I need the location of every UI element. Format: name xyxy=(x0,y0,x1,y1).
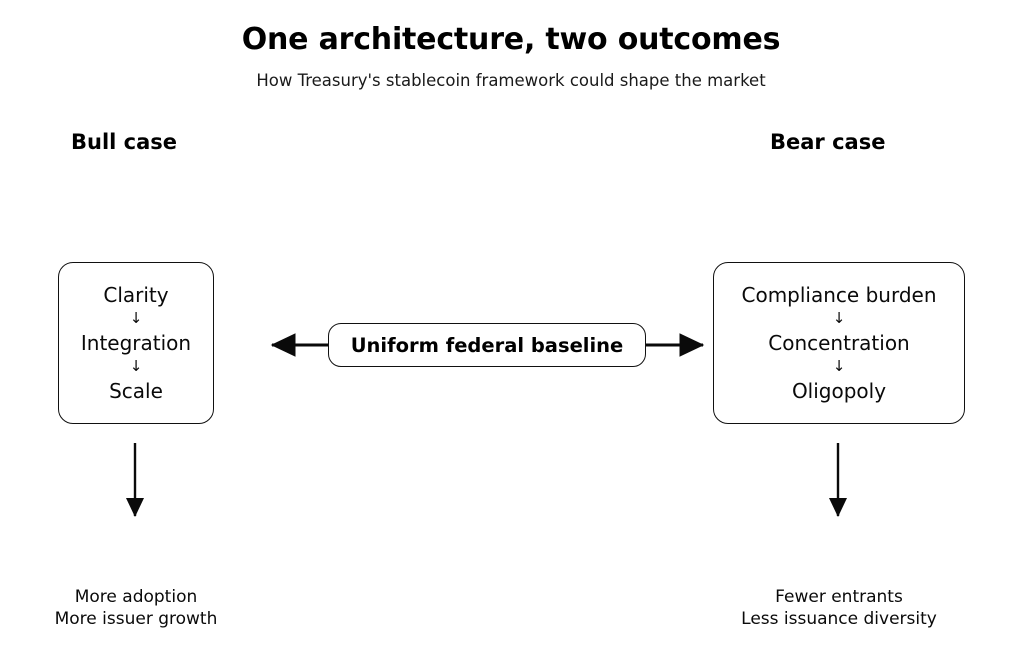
bull-outcome-line-1: More adoption xyxy=(74,587,198,607)
bull-chain-step-2: Integration xyxy=(80,331,192,355)
bear-case-heading: Bear case xyxy=(770,130,886,154)
bull-chain-step-1: Clarity xyxy=(103,283,169,307)
bear-chain-box: Compliance burden ↓ Concentration ↓ Olig… xyxy=(713,262,965,424)
bull-chain-box: Clarity ↓ Integration ↓ Scale xyxy=(58,262,214,424)
baseline-label: Uniform federal baseline xyxy=(350,333,624,357)
bull-chain-step-3: Scale xyxy=(109,379,163,403)
arrow-down-icon: ↓ xyxy=(129,309,143,327)
bull-outcome-line-2: More issuer growth xyxy=(54,609,218,629)
page-subtitle: How Treasury's stablecoin framework coul… xyxy=(256,71,766,90)
arrow-down-icon: ↓ xyxy=(832,357,846,375)
arrow-down-icon: ↓ xyxy=(832,309,846,327)
arrow-down-icon: ↓ xyxy=(129,357,143,375)
page-title: One architecture, two outcomes xyxy=(241,22,781,57)
bear-outcome-line-1: Fewer entrants xyxy=(775,587,903,607)
bear-chain-step-2: Concentration xyxy=(768,331,910,355)
bear-outcome-line-2: Less issuance diversity xyxy=(741,609,937,629)
bear-chain-step-3: Oligopoly xyxy=(791,379,887,403)
bull-case-heading: Bull case xyxy=(71,130,178,154)
bull-outcome-caption: More adoption More issuer growth xyxy=(36,586,236,630)
bear-outcome-caption: Fewer entrants Less issuance diversity xyxy=(728,586,950,630)
bear-chain-step-1: Compliance burden xyxy=(741,283,937,307)
uniform-federal-baseline-node: Uniform federal baseline xyxy=(328,323,646,367)
